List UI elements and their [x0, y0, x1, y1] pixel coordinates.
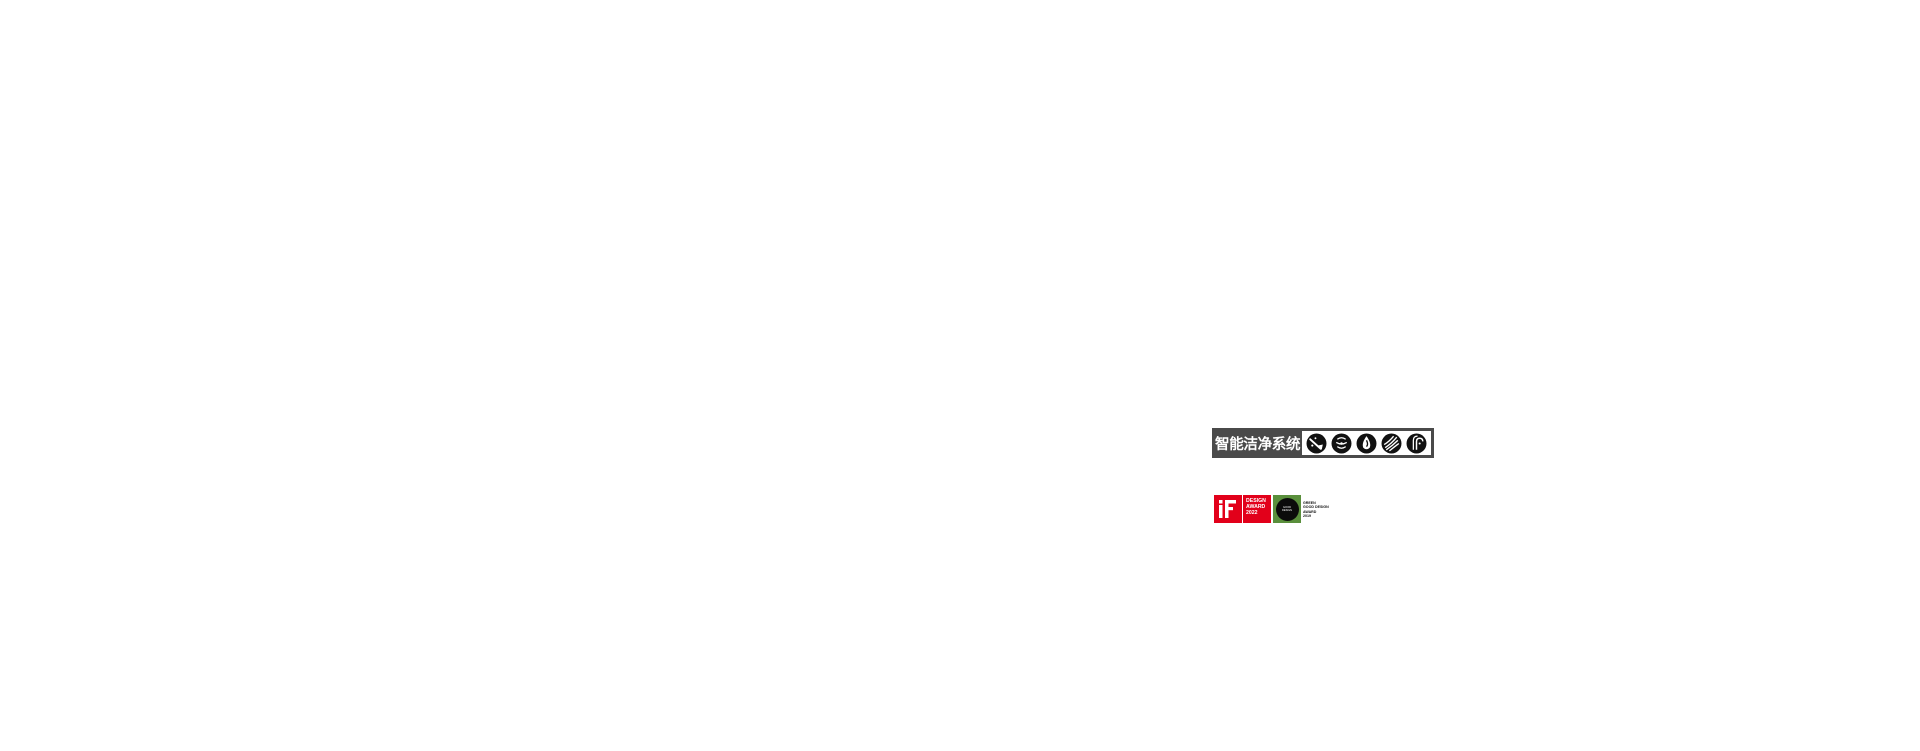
good-design-award-text: GREEN GOOD DESIGN AWARD 2019	[1303, 495, 1329, 518]
good-design-text-line1: GREEN	[1303, 501, 1316, 505]
water-drop-icon	[1356, 433, 1377, 453]
good-design-seal-line1: GOOD	[1283, 505, 1291, 509]
if-design-award: DESIGN AWARD 2022	[1243, 495, 1271, 523]
clean-feature-icons	[1302, 431, 1431, 455]
good-design-text-line2: GOOD DESIGN	[1303, 505, 1329, 510]
awards-row: iF DESIGN AWARD 2022 GOOD DESIGN GREEN G…	[1214, 495, 1329, 523]
if-logo: iF	[1214, 495, 1242, 523]
good-design-seal: GOOD DESIGN	[1273, 495, 1301, 523]
sterilization-icon	[1306, 433, 1327, 453]
good-design-text-line4: 2019	[1303, 513, 1311, 518]
fan-icon	[1331, 433, 1352, 453]
good-design-seal-line2: DESIGN	[1282, 509, 1292, 512]
smart-clean-badge: 智能洁净系统	[1212, 428, 1434, 458]
if-award-line1: DESIGN	[1246, 498, 1266, 504]
good-design-circle: GOOD DESIGN	[1275, 497, 1299, 521]
good-design-text-line3: AWARD	[1303, 509, 1317, 514]
if-award-line3: 2022	[1246, 510, 1258, 517]
smart-clean-title: 智能洁净系统	[1215, 436, 1301, 453]
if-award-line2: AWARD	[1246, 504, 1266, 511]
cycle-clean-icon	[1406, 433, 1427, 453]
airflow-icon	[1381, 433, 1402, 453]
